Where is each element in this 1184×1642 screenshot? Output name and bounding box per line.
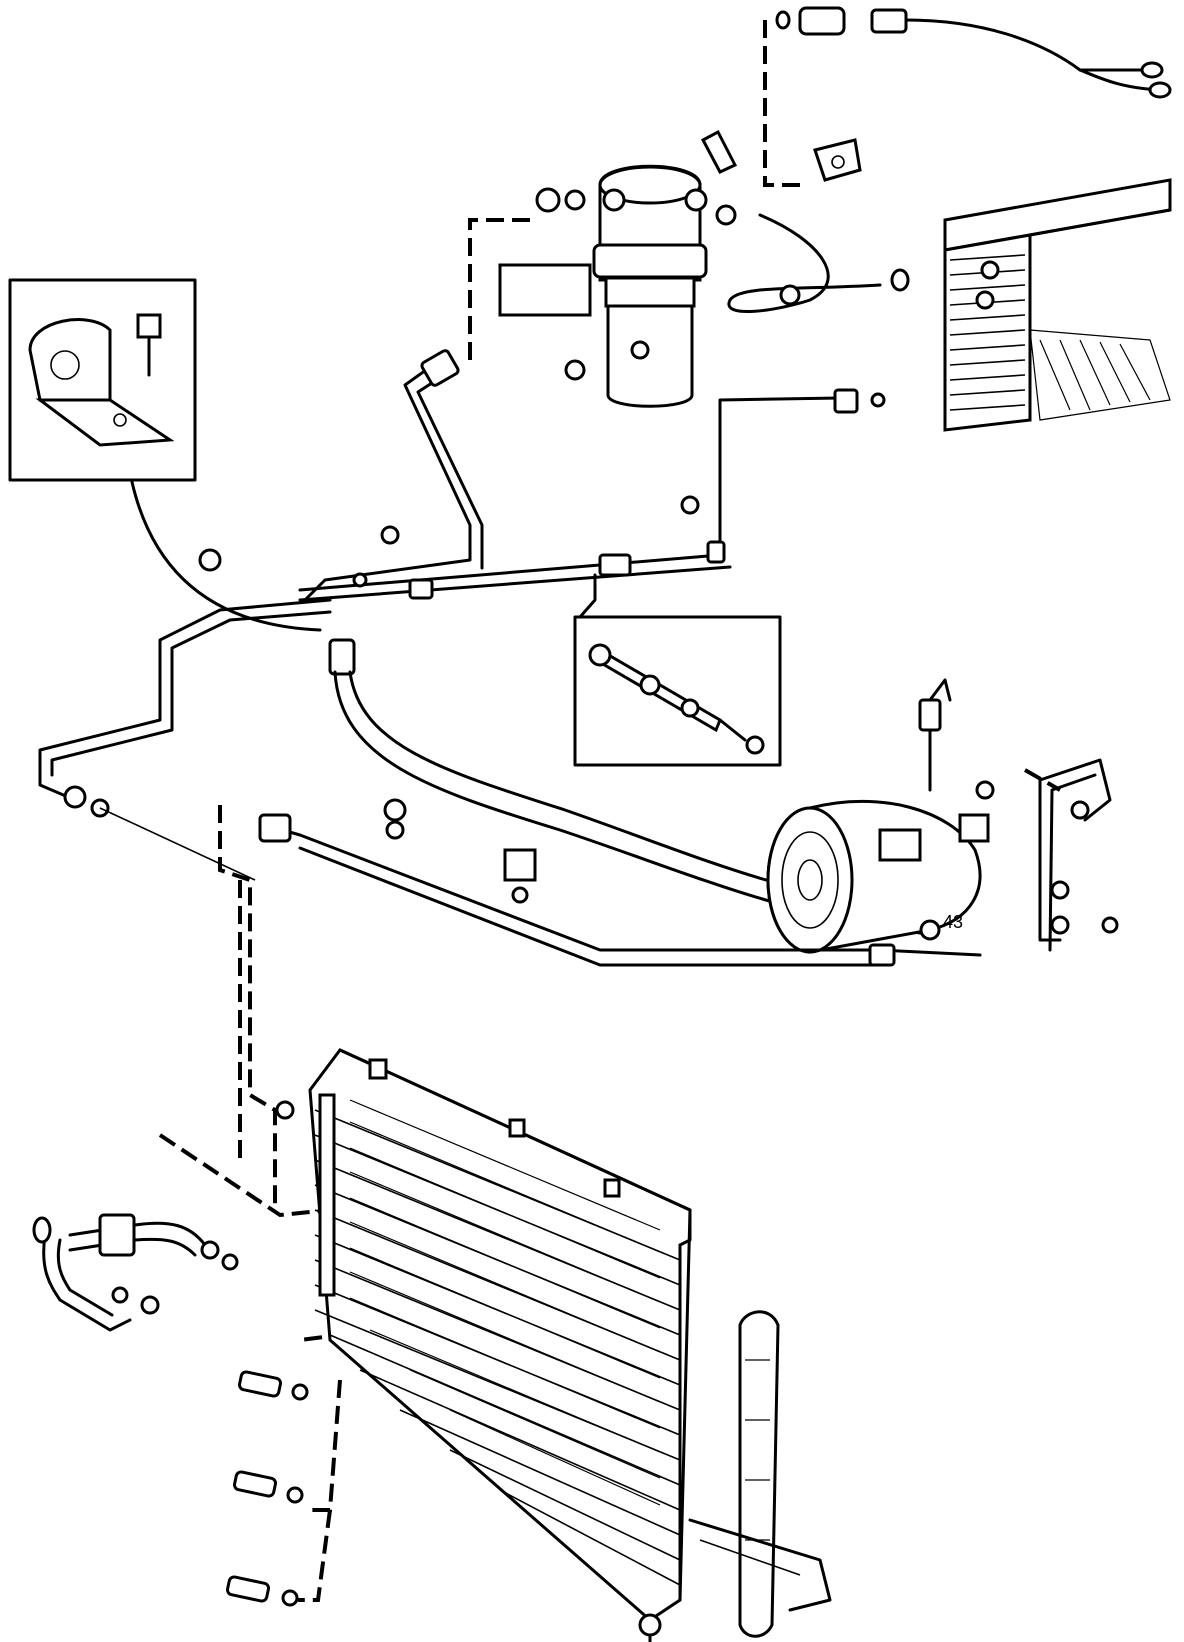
drier-clamp-bracket xyxy=(813,138,862,182)
drier-plug xyxy=(700,129,738,174)
liquid-line xyxy=(258,813,982,967)
condenser-pressure-sensors xyxy=(225,1370,342,1607)
leader-condenser-left xyxy=(218,805,277,1210)
line-clips xyxy=(198,495,700,588)
compressor-discharge-line xyxy=(918,678,1119,952)
drier-outlet-line xyxy=(727,213,882,313)
part-callout-43: 43 xyxy=(943,912,963,932)
evaporator-unit xyxy=(943,178,1172,432)
leader-left-fitting xyxy=(99,807,256,881)
inset-connector-leader xyxy=(578,573,597,619)
leader-switch xyxy=(763,20,800,187)
pressure-switch-harness xyxy=(775,6,1172,99)
condenser-outlet-pipe xyxy=(32,1213,239,1332)
receiver-drier xyxy=(498,164,737,408)
ac-compressor: 43 xyxy=(766,799,990,954)
condenser-seal-strip xyxy=(688,1310,832,1638)
inset-bracket-detail xyxy=(8,278,197,482)
small-clips-middle xyxy=(383,798,537,904)
leader-drier xyxy=(468,218,530,360)
refrigerant-lines xyxy=(38,349,886,802)
leader-condenser-sensors xyxy=(158,1133,343,1342)
inset-connector-detail xyxy=(573,615,782,767)
condenser-bolt-top xyxy=(275,1100,295,1120)
condenser-core xyxy=(308,1048,692,1622)
inset-leader xyxy=(130,480,322,632)
condenser-bolt-bottom xyxy=(638,1613,662,1637)
